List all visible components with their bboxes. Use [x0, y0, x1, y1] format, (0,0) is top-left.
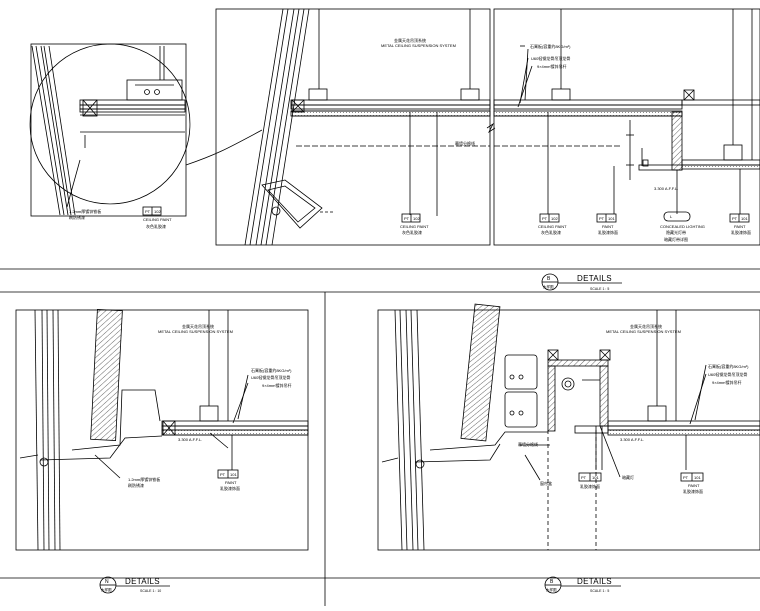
bl-pt-code: PT	[220, 472, 226, 477]
top-keel: U60轻钢龙骨吊顶龙骨	[531, 55, 570, 61]
bl-note-1: 1.2mm厚镀锌铁板	[128, 476, 160, 482]
pt-mid-code: PT	[404, 216, 410, 221]
break-symbol	[486, 122, 496, 134]
bubble-br-zh: 大样图	[546, 587, 557, 592]
br-pt2-en: PAINT	[688, 483, 700, 488]
bl-keel: U60轻钢龙骨吊顶龙骨	[251, 374, 290, 380]
detail-title-bl: DETAILS	[125, 577, 160, 586]
bubble-bl-zh: 大样图	[101, 587, 112, 592]
br-ceiling-en: METAL CEILING SUSPENSION SYSTEM	[606, 329, 681, 334]
br-ceiling-zh: 金属天花吊顶系统	[630, 323, 662, 329]
bl-ceiling-zh: 金属天花吊顶系统	[182, 323, 214, 329]
pt-mid-en: CEILING PAINT	[400, 224, 429, 229]
detail-title-br: DETAILS	[577, 577, 612, 586]
bl-rod: 9×4mm镀锌吊杆	[262, 382, 291, 388]
callout-note-1: 1.2mm厚镀锌铁板	[69, 208, 101, 214]
top-detail-frame	[215, 8, 491, 246]
pt-r1-zh: 灰色乳胶漆	[541, 229, 561, 235]
pt-r2-code: PT	[599, 216, 605, 221]
pt-box-r3	[729, 213, 750, 223]
br-axis: 幕墙分格线	[518, 441, 538, 447]
pt-r1-num: 102	[551, 216, 558, 221]
pt-r3-zh: 乳胶漆饰面	[731, 229, 751, 235]
pt-r3-num: 101	[741, 216, 748, 221]
pt-left-en: CEILING PAINT	[143, 217, 172, 222]
pt-mid-zh: 灰色乳胶漆	[402, 229, 422, 235]
pt-left-code: PT	[145, 209, 151, 214]
br-note-blind: 窗帘盒	[540, 480, 552, 486]
bl-gypsum: 石膏板(容重约8KG/m²)	[251, 367, 292, 373]
callout-leader	[185, 129, 263, 166]
top-elev-right: 3.300 A.F.F.L.	[654, 186, 678, 191]
top-gypsum: 石膏板(容重约8KG/m²)	[530, 43, 571, 49]
pt-r3-code: PT	[732, 216, 738, 221]
br-pt1-num: 101	[592, 475, 599, 480]
bl-pt-en: PAINT	[225, 480, 237, 485]
pt-mid-num: 102	[413, 216, 420, 221]
callout-magnified	[30, 43, 190, 217]
pt-left-num: 102	[154, 209, 161, 214]
bl-elev: 3.300 A.F.F.L.	[178, 437, 202, 442]
pt-r1-code: PT	[542, 216, 548, 221]
bl-ceiling-en: METAL CEILING SUSPENSION SYSTEM	[158, 329, 233, 334]
light-zh: 隐藏光灯带	[666, 229, 686, 235]
bottom-right-frame	[377, 303, 760, 551]
br-pt1-zh: 乳胶漆饰面	[580, 483, 600, 489]
pt-r2-zh: 乳胶漆饰面	[598, 229, 618, 235]
br-elev: 3.300 A.F.F.L.	[620, 437, 644, 442]
light-box	[663, 211, 691, 222]
top-right-frame	[493, 8, 760, 246]
br-pt2-code: PT	[683, 475, 689, 480]
top-ceiling-zh: 金属天花吊顶系统	[394, 37, 426, 43]
callout-note-2: 刷防锈漆	[69, 214, 85, 220]
bubble-top-zh: 大样图	[543, 284, 554, 289]
pt-left-zh: 灰色乳胶漆	[146, 223, 166, 229]
pt-r2-num: 101	[608, 216, 615, 221]
detail-scale-br: SCALE 1 : 5	[590, 589, 609, 593]
bubble-br-letter: B	[550, 579, 554, 585]
br-pt2-zh: 乳胶漆饰面	[683, 488, 703, 494]
detail-scale-top: SCALE 1 : 5	[590, 287, 609, 291]
br-pt1-code: PT	[581, 475, 587, 480]
br-note-light: 暗藏灯	[622, 474, 634, 480]
light-en: CONCEALED LIGHTING	[660, 224, 705, 229]
light-note: 暗藏灯带详图	[664, 236, 688, 242]
bottom-left-frame	[15, 309, 309, 551]
br-pt2-num: 101	[694, 475, 701, 480]
br-gypsum: 石膏板(容重约8KG/m²)	[708, 363, 749, 369]
pt-r3-en: PAINT	[734, 224, 746, 229]
detail-title-top: DETAILS	[577, 274, 612, 283]
bl-pt-num: 101	[230, 472, 237, 477]
detail-scale-bl: SCALE 1 : 10	[140, 589, 161, 593]
top-rod: 9×4mm镀锌吊杆	[537, 63, 566, 69]
br-keel: U60轻钢龙骨吊顶龙骨	[708, 371, 747, 377]
pt-box-r1	[539, 213, 560, 223]
bl-note-2: 刷防锈漆	[128, 482, 144, 488]
pt-box-r2	[596, 213, 617, 223]
br-rod: 9×4mm镀锌吊杆	[712, 379, 741, 385]
bubble-top-letter: B	[547, 276, 551, 282]
pt-r1-en: CEILING PAINT	[538, 224, 567, 229]
pt-r2-en: PAINT	[602, 224, 614, 229]
light-code: L	[670, 214, 673, 219]
bl-pt-zh: 乳胶漆饰面	[220, 485, 240, 491]
top-ceiling-en: METAL CEILING SUSPENSION SYSTEM	[381, 43, 456, 48]
bubble-bl-letter: N	[105, 579, 109, 585]
top-axis: 幕墙分格线	[455, 140, 475, 146]
